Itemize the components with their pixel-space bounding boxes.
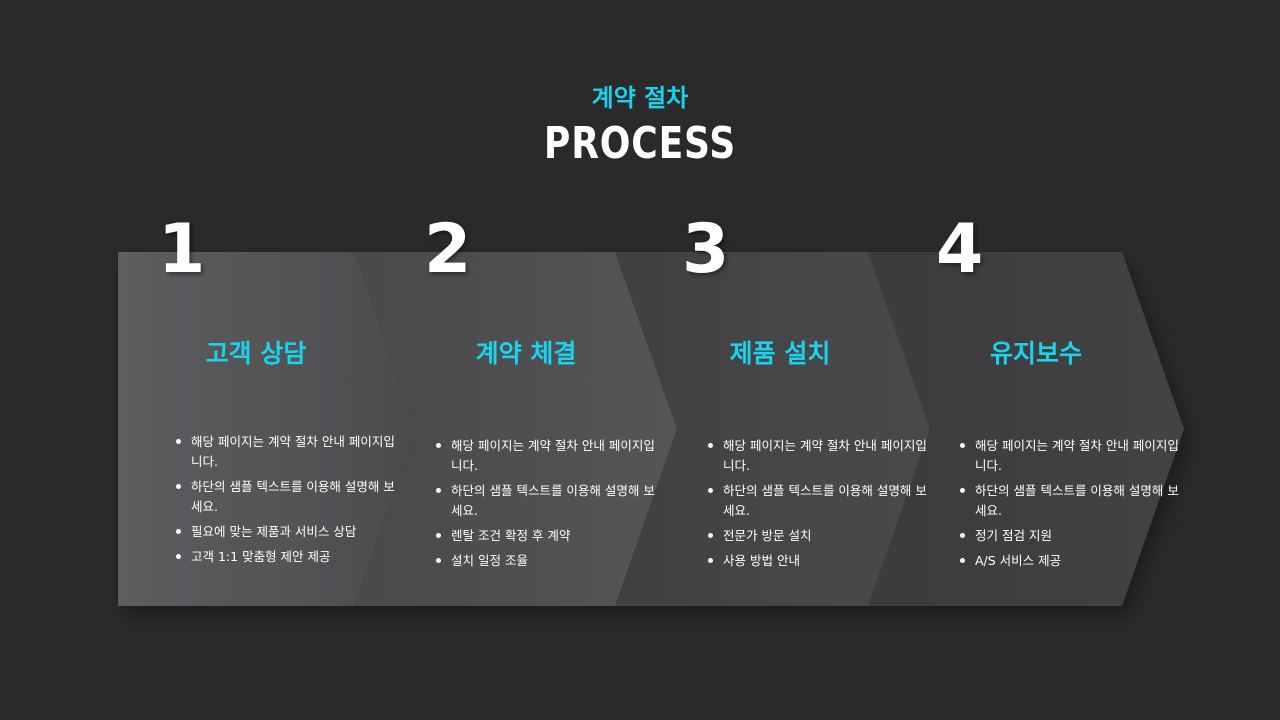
step-title: 계약 체결 [475,339,577,368]
list-item: 필요에 맞는 제품과 서비스 상담 [176,522,406,542]
chevron-step-1 [118,252,416,606]
step-bullet-list: 해당 페이지는 계약 절차 안내 페이지입니다. 하단의 샘플 텍스트를 이용해… [176,432,406,572]
list-item: 정기 점검 지원 [960,526,1190,546]
step-title: 고객 상담 [205,339,307,368]
step-1: 1 고객 상담 해당 페이지는 계약 절차 안내 페이지입니다. 하단의 샘플 … [126,0,395,720]
list-item: 해당 페이지는 계약 절차 안내 페이지입니다. [436,436,666,476]
list-item: 하단의 샘플 텍스트를 이용해 설명해 보세요. [176,477,406,517]
page-title: PROCESS [543,118,737,169]
list-item: A/S 서비스 제공 [960,551,1190,571]
step-bullet-list: 해당 페이지는 계약 절차 안내 페이지입니다. 하단의 샘플 텍스트를 이용해… [960,436,1190,576]
step-title: 유지보수 [989,339,1082,368]
page-subtitle: 계약 절차 [591,84,689,112]
step-number: 4 [936,210,984,289]
list-item: 렌탈 조건 확정 후 계약 [436,526,666,546]
step-bullet-list: 해당 페이지는 계약 절차 안내 페이지입니다. 하단의 샘플 텍스트를 이용해… [708,436,938,576]
chevron-step-2 [354,252,677,606]
list-item: 해당 페이지는 계약 절차 안내 페이지입니다. [176,432,406,472]
step-2: 2 계약 체결 해당 페이지는 계약 절차 안내 페이지입니다. 하단의 샘플 … [396,0,656,720]
list-item: 하단의 샘플 텍스트를 이용해 설명해 보세요. [436,481,666,521]
step-title: 제품 설치 [729,339,831,368]
list-item: 설치 일정 조율 [436,551,666,571]
list-item: 전문가 방문 설치 [708,526,938,546]
list-item: 고객 1:1 맞춤형 제안 제공 [176,547,406,567]
list-item: 사용 방법 안내 [708,551,938,571]
step-bullet-list: 해당 페이지는 계약 절차 안내 페이지입니다. 하단의 샘플 텍스트를 이용해… [436,436,666,576]
list-item: 해당 페이지는 계약 절차 안내 페이지입니다. [960,436,1190,476]
chevron-step-4 [868,252,1184,606]
step-3: 3 제품 설치 해당 페이지는 계약 절차 안내 페이지입니다. 하단의 샘플 … [650,0,927,720]
step-number: 3 [682,210,730,289]
list-item: 해당 페이지는 계약 절차 안내 페이지입니다. [708,436,938,476]
chevron-step-3 [615,252,930,606]
list-item: 하단의 샘플 텍스트를 이용해 설명해 보세요. [708,481,938,521]
list-item: 하단의 샘플 텍스트를 이용해 설명해 보세요. [960,481,1190,521]
step-4: 4 유지보수 해당 페이지는 계약 절차 안내 페이지입니다. 하단의 샘플 텍… [906,0,1179,720]
step-number: 1 [158,210,206,289]
step-number: 2 [424,210,472,289]
